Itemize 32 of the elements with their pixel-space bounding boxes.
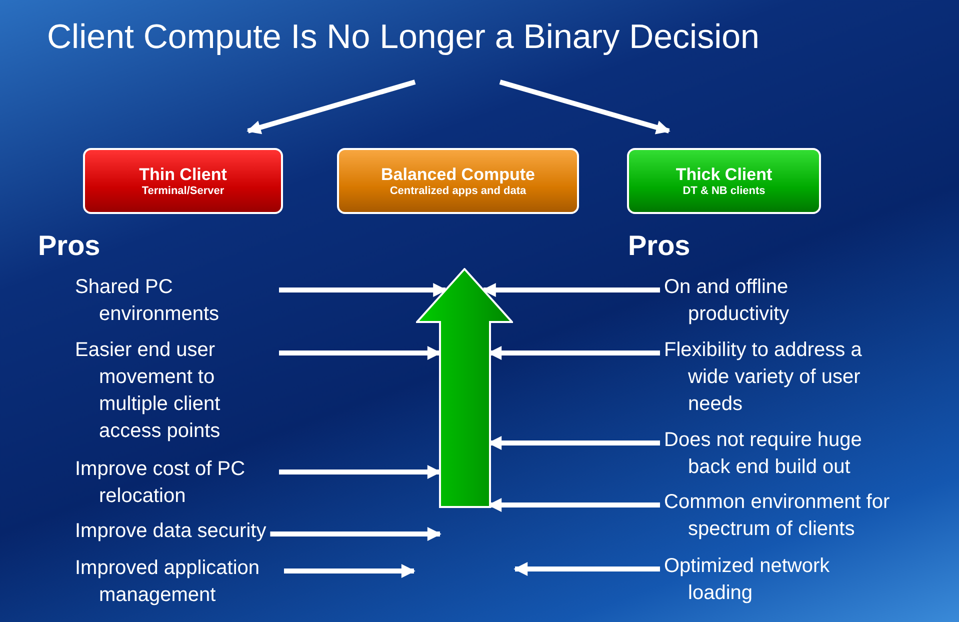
section-heading: Pros (628, 230, 690, 262)
bullet-text: Flexibility to address a wide variety of user needs (664, 337, 899, 418)
bullet-text: Improve data security (75, 518, 266, 545)
title: Client Compute Is No Longer a Binary Decision (47, 18, 760, 57)
arrow (246, 80, 416, 134)
box-title: Thin Client (138, 164, 228, 184)
option-box (83, 148, 283, 214)
option-box (337, 148, 579, 214)
bullet-text: Does not require huge back end build out (664, 427, 899, 481)
bullet-text: Optimized network loading (664, 553, 864, 607)
bullet-text: Improve cost of PC relocation (75, 456, 275, 510)
arrow (482, 283, 660, 297)
box-subtitle: DT & NB clients (682, 184, 766, 198)
bullet-text: On and offline productivity (664, 274, 864, 328)
arrow (514, 562, 660, 576)
bullet-text: Common environment for spectrum of clients (664, 489, 904, 543)
box-title: Balanced Compute (380, 164, 536, 184)
arrow (499, 80, 670, 134)
bullet-text: Improved application management (75, 555, 280, 609)
section-heading: Pros (38, 230, 100, 262)
box-subtitle: Terminal/Server (140, 184, 226, 198)
option-box (627, 148, 821, 214)
arrow (284, 564, 416, 578)
box-subtitle: Centralized apps and data (388, 184, 528, 198)
arrow (279, 465, 442, 479)
box-title: Thick Client (674, 164, 774, 184)
arrow (279, 283, 448, 297)
bullet-text: Shared PC environments (75, 274, 275, 328)
bullet-text: Easier end user movement to multiple client access points (75, 337, 275, 445)
arrow (279, 346, 442, 360)
up-arrow (416, 268, 513, 508)
arrow (270, 527, 442, 541)
